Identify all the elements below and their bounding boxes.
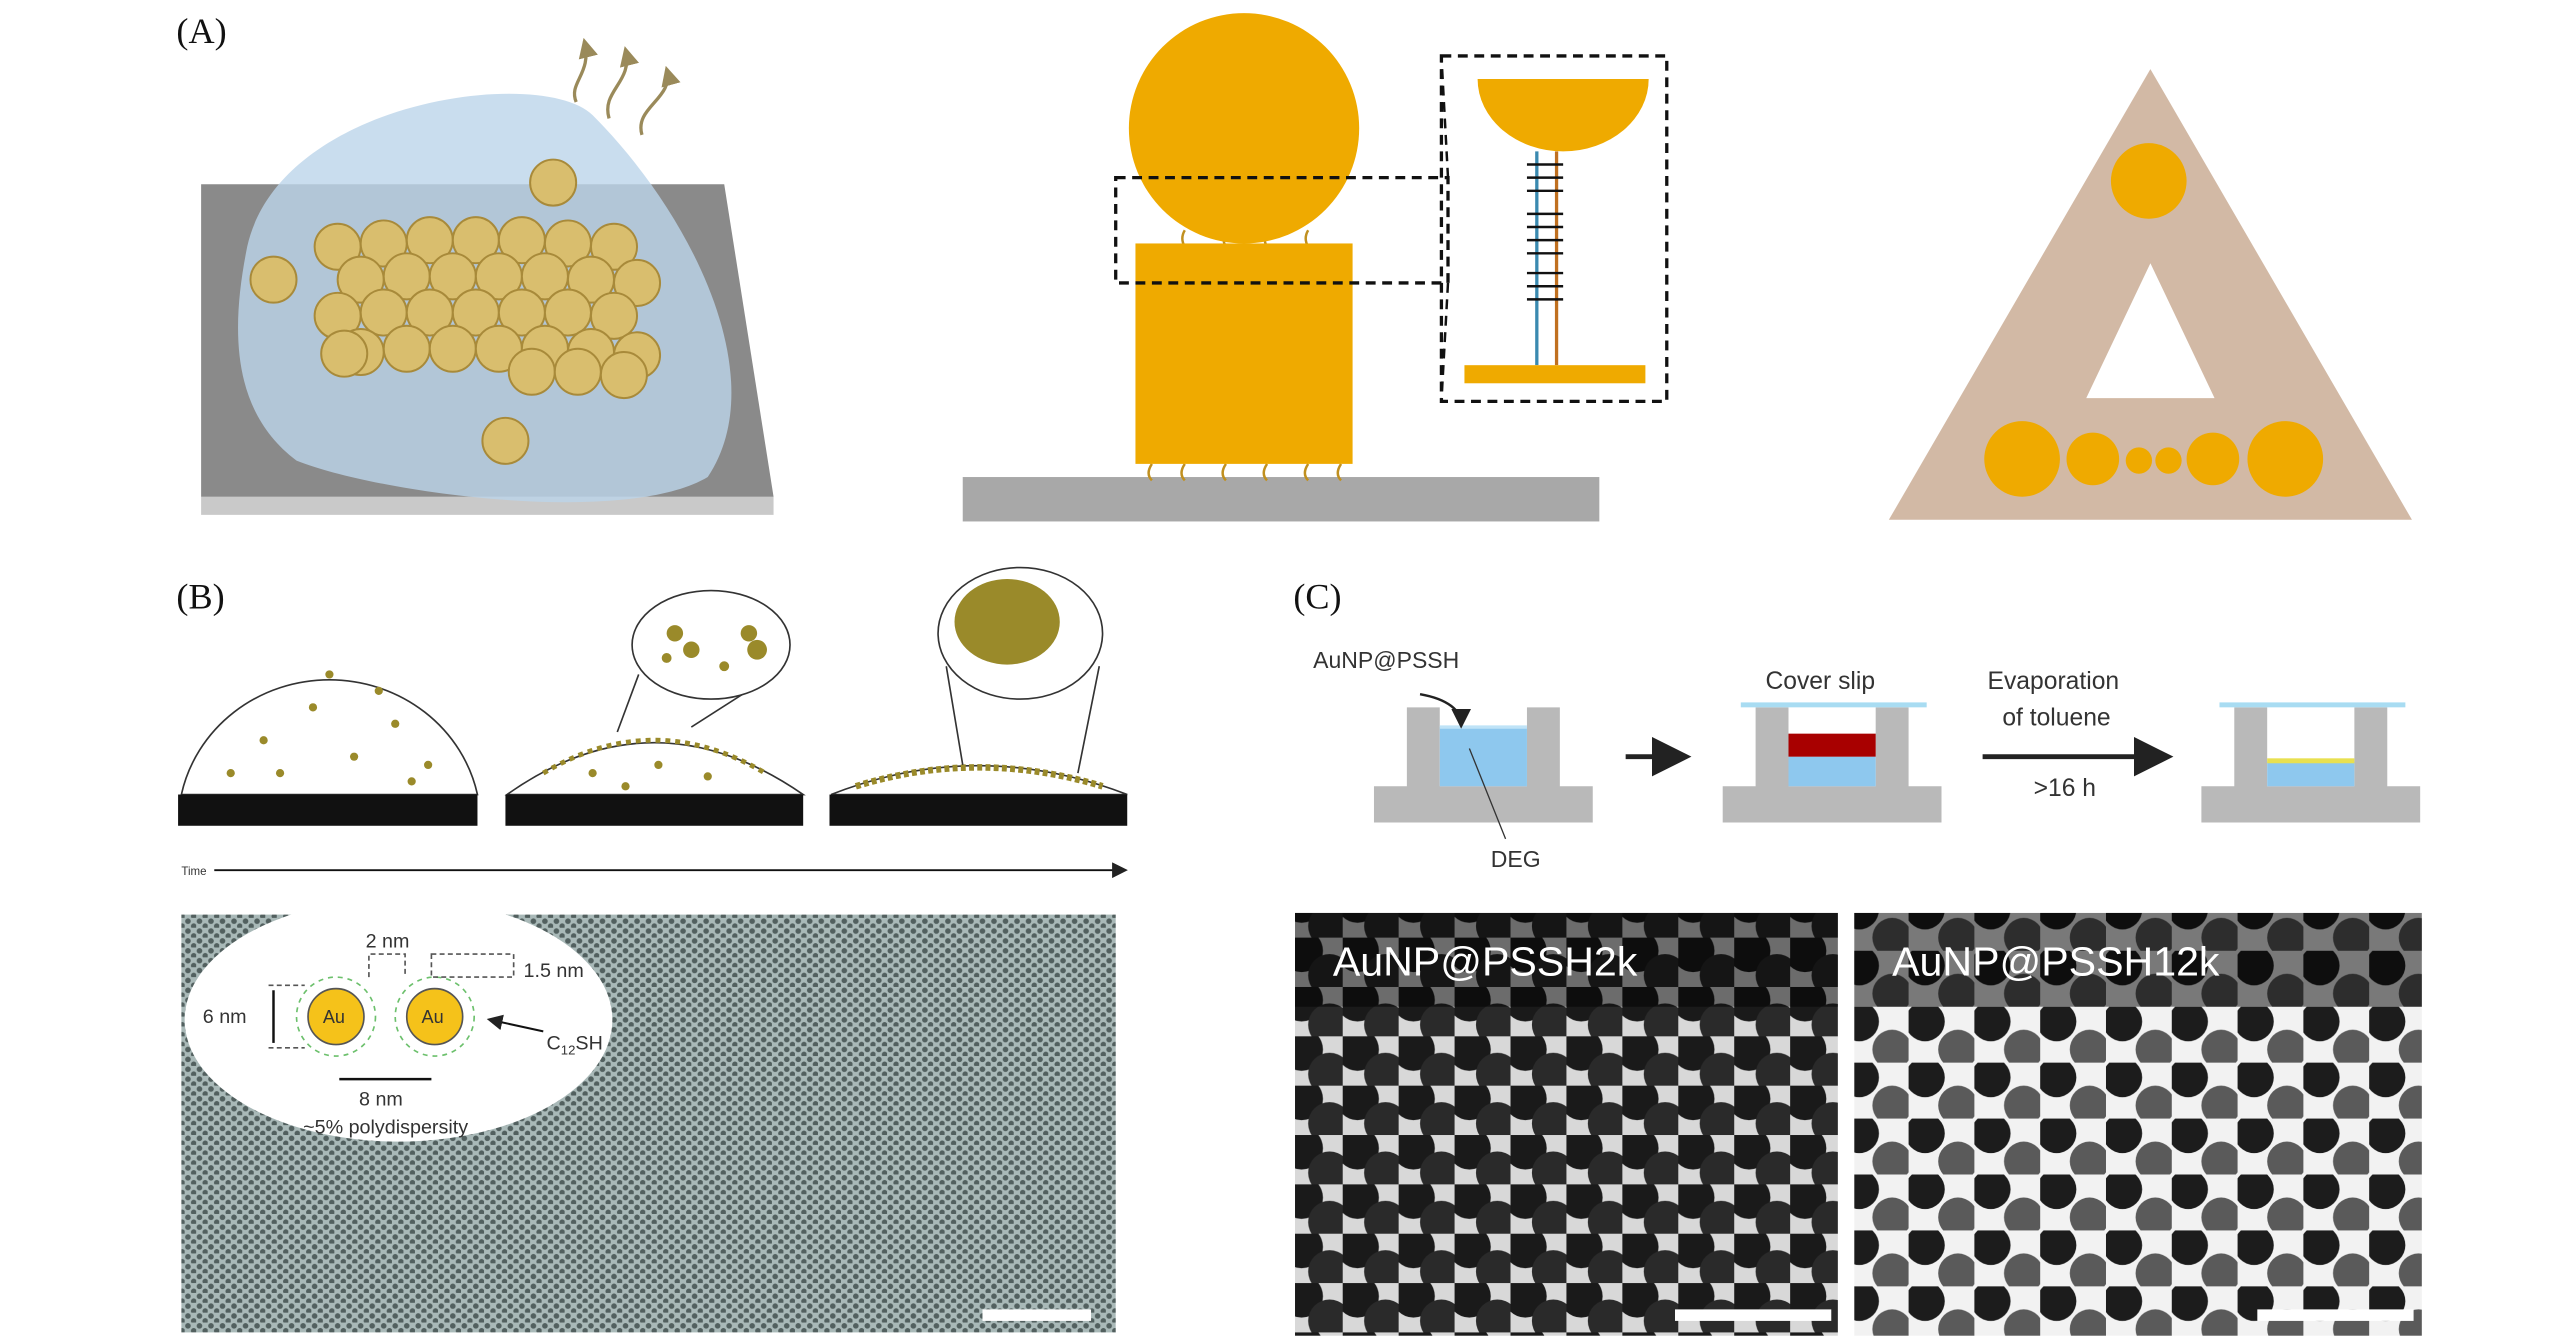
time-label: Time (181, 866, 206, 878)
scale-bar (1675, 1309, 1832, 1321)
dna-origami-schematic (962, 13, 1669, 522)
tem-image-b: Au Au 2 nm 1.5 nm 6 nm 8 nm ~5% polydisp… (181, 898, 1116, 1333)
tem-image-c-right: AuNP@PSSH12k (1854, 912, 2422, 1336)
triangle-assembly-schematic (1888, 69, 2412, 520)
tem-right-label: AuNP@PSSH12k (1892, 938, 2220, 984)
gap-label: 2 nm (366, 930, 410, 952)
panel-c-label: (C) (1293, 577, 1341, 617)
well-3 (2201, 702, 2421, 823)
well-2 (1722, 702, 1942, 823)
evaporation-label-1: Evaporation (1988, 668, 2120, 695)
scale-bar (2257, 1309, 2414, 1321)
au-label-2: Au (422, 1007, 444, 1027)
ligand-length-label: 1.5 nm (524, 960, 584, 982)
panel-b-label: (B) (176, 577, 224, 617)
evaporation-label-2: of toluene (2002, 704, 2110, 731)
panel-a-label: (A) (176, 11, 226, 51)
assembly-process-schematic: AuNP@PSSH DEG Cover slip Evaporation of … (1313, 647, 2421, 872)
reagent-label: AuNP@PSSH (1313, 647, 1459, 673)
tem-left-label: AuNP@PSSH2k (1333, 938, 1638, 984)
tem-image-c-left: AuNP@PSSH2k (1295, 912, 1838, 1336)
solvent-label: DEG (1491, 846, 1541, 872)
nanoparticle-crystal (249, 158, 662, 465)
polydispersity-label: ~5% polydispersity (303, 1116, 468, 1138)
well-1 (1373, 692, 1593, 840)
au-label-1: Au (323, 1007, 345, 1027)
core-size-label: 6 nm (203, 1006, 247, 1028)
scale-bar (982, 1309, 1092, 1321)
duration-label: >16 h (2034, 775, 2096, 802)
spacing-label: 8 nm (359, 1088, 403, 1110)
ligand-label: C12SH (547, 1032, 603, 1057)
cover-slip-label: Cover slip (1765, 668, 1875, 695)
drop-cast-schematic (201, 37, 774, 515)
evaporation-timeline: Time (178, 566, 1128, 878)
evaporation-arrows-icon (572, 37, 681, 136)
